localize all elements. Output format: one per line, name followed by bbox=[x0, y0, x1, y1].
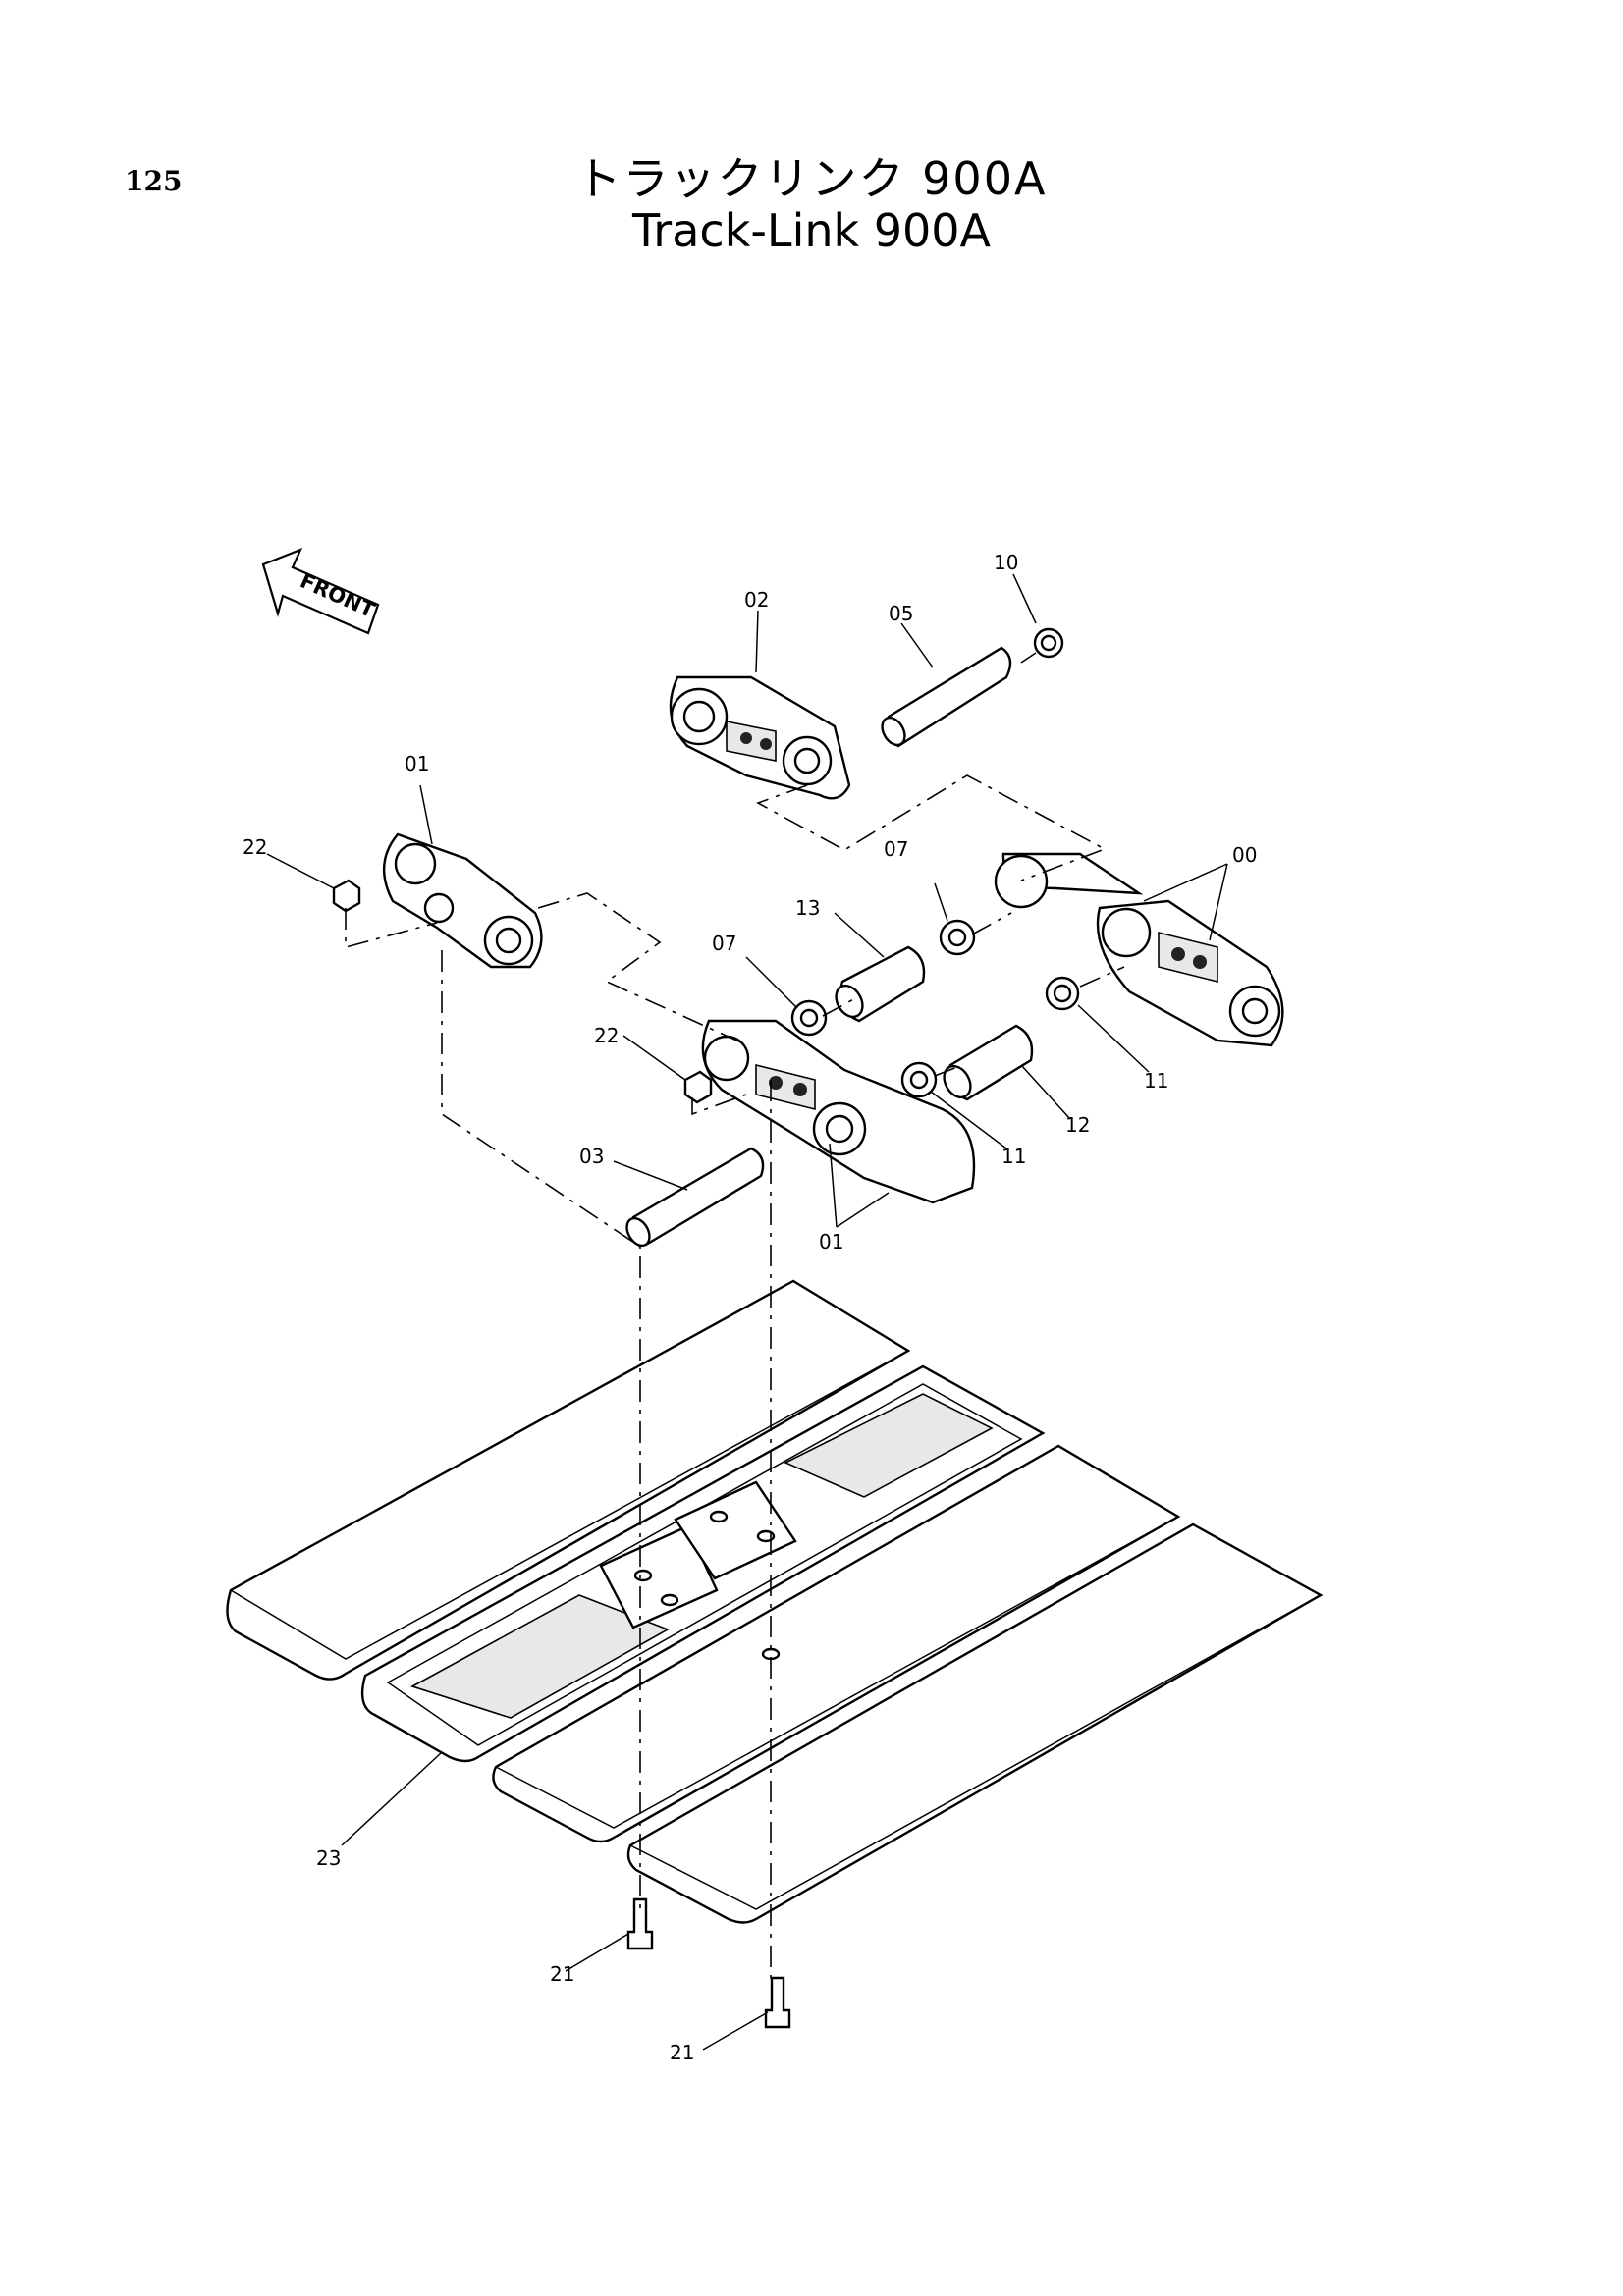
page-number: 125 bbox=[125, 165, 183, 197]
callout-00: 00 bbox=[1232, 843, 1257, 867]
front-arrow-label: FRONT bbox=[297, 568, 379, 622]
bushing-12 bbox=[943, 1024, 1034, 1101]
callout-labels: 00 01 01 02 03 05 07 07 10 11 11 12 13 2… bbox=[243, 551, 1257, 2064]
callout-10: 10 bbox=[994, 551, 1018, 574]
callout-01-left: 01 bbox=[405, 752, 429, 775]
seal-11-lower bbox=[900, 1061, 938, 1098]
callout-07-upper: 07 bbox=[884, 837, 908, 861]
leader-lines bbox=[266, 573, 1228, 2051]
callout-13: 13 bbox=[795, 896, 820, 920]
callout-05: 05 bbox=[889, 602, 913, 625]
callout-03: 03 bbox=[579, 1145, 604, 1168]
seal-11-upper bbox=[1045, 976, 1080, 1011]
bolt-21-left bbox=[626, 1897, 654, 1950]
page-title-japanese: トラックリンク 900A bbox=[575, 152, 1048, 205]
callout-22-lower: 22 bbox=[594, 1024, 619, 1047]
pin-05 bbox=[881, 646, 1012, 748]
nut-22-lower bbox=[683, 1070, 713, 1104]
track-link-01-left bbox=[382, 832, 543, 969]
track-shoe-plate-left bbox=[226, 1279, 911, 1681]
callout-11-right: 11 bbox=[1144, 1069, 1168, 1093]
track-shoe-center bbox=[360, 1364, 1046, 1763]
nut-22-upper bbox=[332, 879, 361, 913]
front-arrow: FRONT bbox=[261, 547, 380, 635]
callout-07-lower: 07 bbox=[712, 932, 736, 955]
snap-ring-10 bbox=[1033, 627, 1064, 659]
track-link-02-top bbox=[669, 675, 851, 800]
assembly-lines bbox=[345, 652, 1125, 1983]
callout-12: 12 bbox=[1065, 1113, 1090, 1137]
callout-02: 02 bbox=[744, 588, 769, 612]
track-link-00-right bbox=[994, 852, 1284, 1047]
callout-21-right: 21 bbox=[670, 2041, 694, 2064]
bushing-13 bbox=[835, 945, 926, 1023]
callout-21-left: 21 bbox=[550, 1962, 574, 1986]
page-title-english: Track-Link 900A bbox=[631, 204, 992, 257]
track-link-01-center bbox=[701, 1019, 976, 1204]
callout-22-upper: 22 bbox=[243, 835, 267, 859]
callout-01-center: 01 bbox=[819, 1230, 843, 1254]
seal-07-upper bbox=[939, 919, 976, 956]
callout-23: 23 bbox=[316, 1846, 341, 1870]
seal-07-lower bbox=[790, 999, 828, 1037]
track-shoe-plate-right-1 bbox=[492, 1444, 1181, 1843]
callout-11-lower: 11 bbox=[1001, 1145, 1026, 1168]
bolt-21-right bbox=[764, 1976, 791, 2029]
pin-03 bbox=[625, 1147, 765, 1248]
track-shoe-plate-right-2 bbox=[626, 1522, 1324, 1924]
